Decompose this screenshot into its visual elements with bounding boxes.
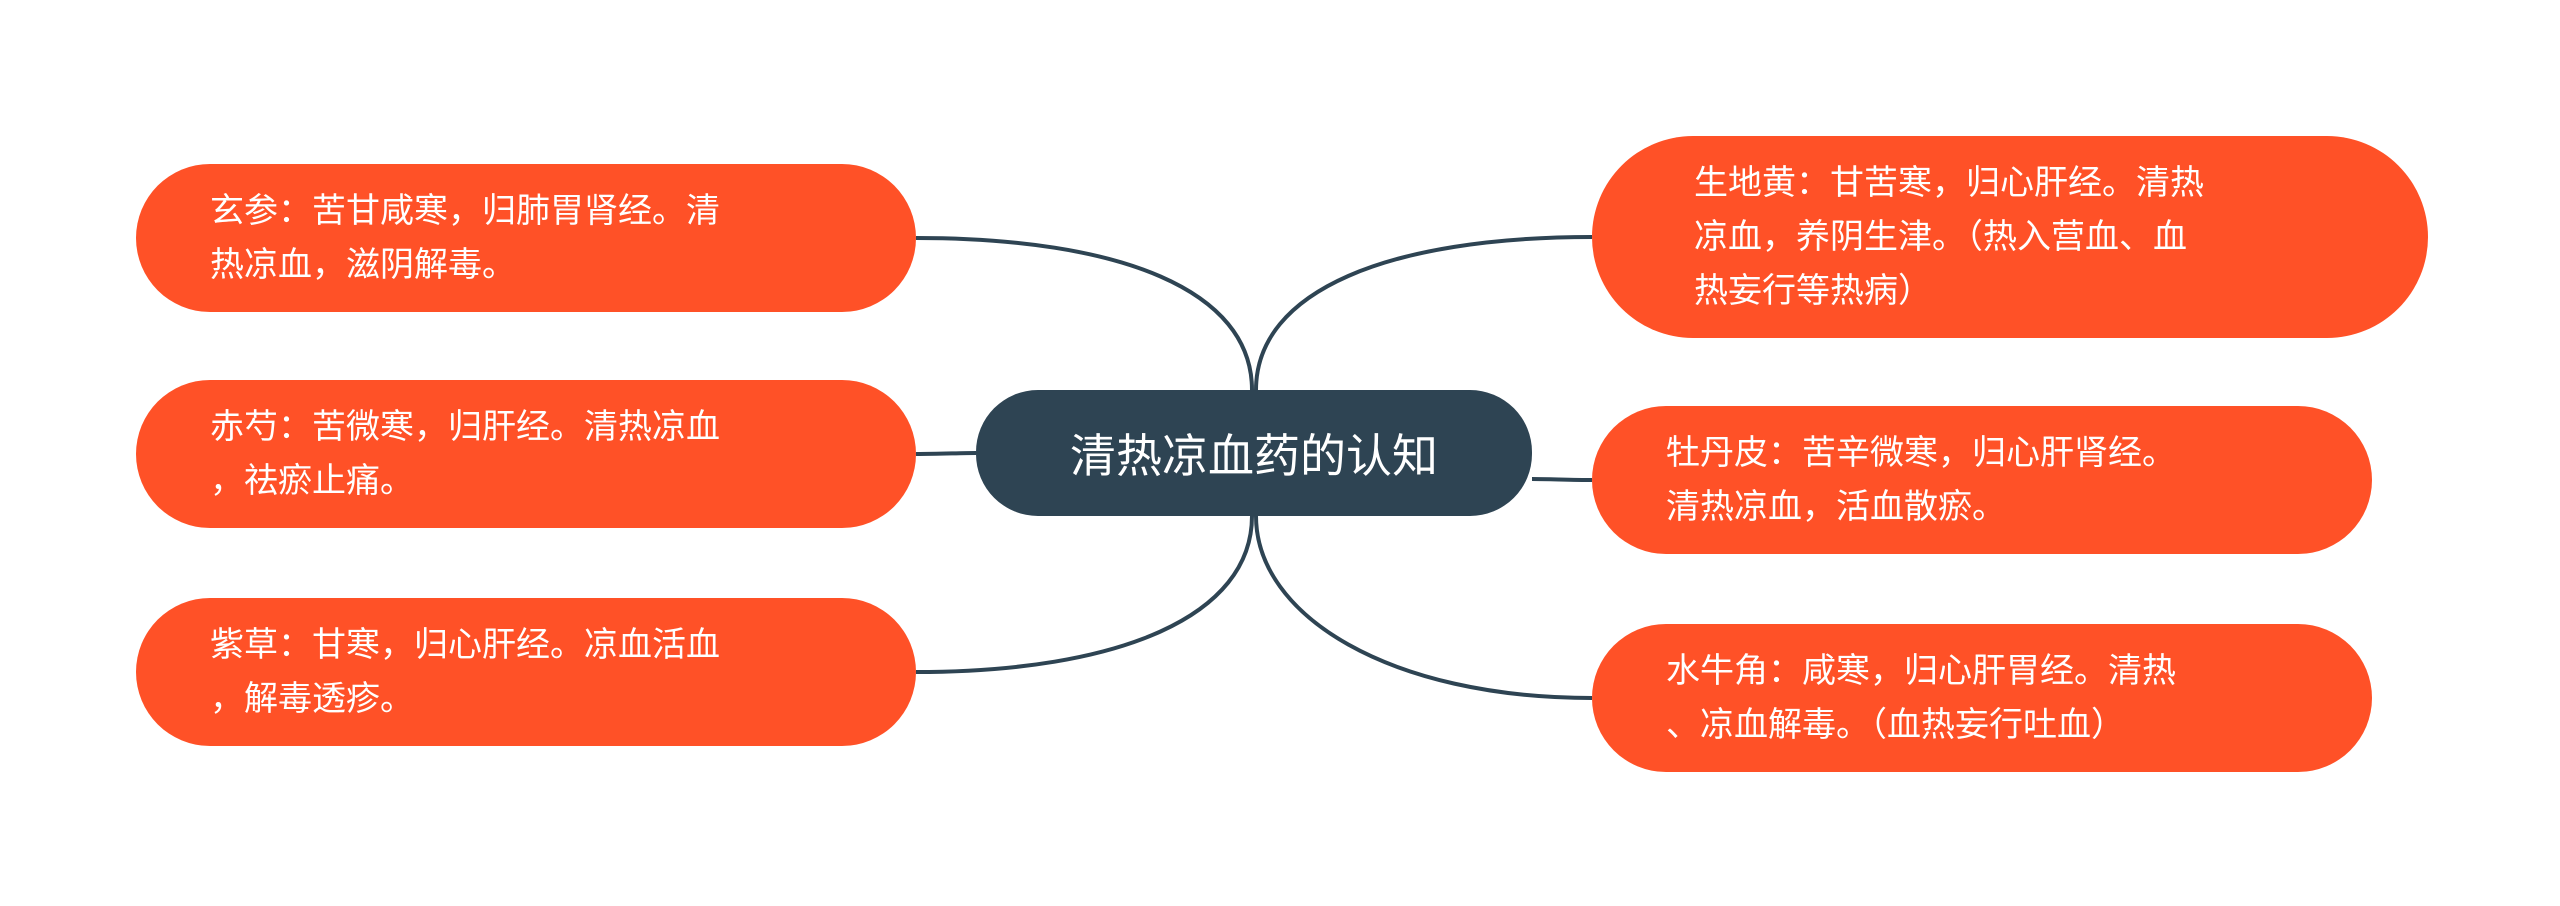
topic-shengdihuang-text: 生地黄：甘苦寒，归心肝经。清热 凉血，养阴生津。（热入营血、血 热妄行等热病） [1694, 163, 2204, 311]
root-topic-label: 清热凉血药的认知 [1070, 429, 1438, 483]
topic-xuanshen[interactable]: 玄参：苦甘咸寒，归肺胃肾经。清 热凉血，滋阴解毒。 [136, 164, 916, 312]
topic-shuiniujiao[interactable]: 水牛角：咸寒，归心肝胃经。清热 、凉血解毒。（血热妄行吐血） [1592, 624, 2372, 772]
topic-shuiniujiao-text: 水牛角：咸寒，归心肝胃经。清热 、凉血解毒。（血热妄行吐血） [1666, 651, 2176, 745]
topic-mudanpi[interactable]: 牡丹皮：苦辛微寒，归心肝肾经。 清热凉血，活血散瘀。 [1592, 406, 2372, 554]
connector-mudanpi [1531, 477, 1593, 482]
connector-shuiniujiao [1254, 515, 1593, 700]
topic-zicao[interactable]: 紫草：甘寒，归心肝经。凉血活血 ，解毒透疹。 [136, 598, 916, 746]
topic-chishao-text: 赤芍：苦微寒，归肝经。清热凉血 ，祛瘀止痛。 [210, 407, 720, 501]
topic-xuanshen-text: 玄参：苦甘咸寒，归肺胃肾经。清 热凉血，滋阴解毒。 [210, 191, 720, 285]
topic-mudanpi-text: 牡丹皮：苦辛微寒，归心肝肾经。 清热凉血，活血散瘀。 [1666, 433, 2176, 527]
topic-chishao[interactable]: 赤芍：苦微寒，归肝经。清热凉血 ，祛瘀止痛。 [136, 380, 916, 528]
topic-shengdihuang[interactable]: 生地黄：甘苦寒，归心肝经。清热 凉血，养阴生津。（热入营血、血 热妄行等热病） [1592, 136, 2428, 338]
connector-zicao [915, 515, 1254, 674]
connector-chishao [915, 451, 977, 456]
topic-zicao-text: 紫草：甘寒，归心肝经。凉血活血 ，解毒透疹。 [210, 625, 720, 719]
connector-shengdihuang [1254, 235, 1593, 391]
root-topic[interactable]: 清热凉血药的认知 [976, 390, 1532, 516]
connector-xuanshen [915, 236, 1254, 391]
